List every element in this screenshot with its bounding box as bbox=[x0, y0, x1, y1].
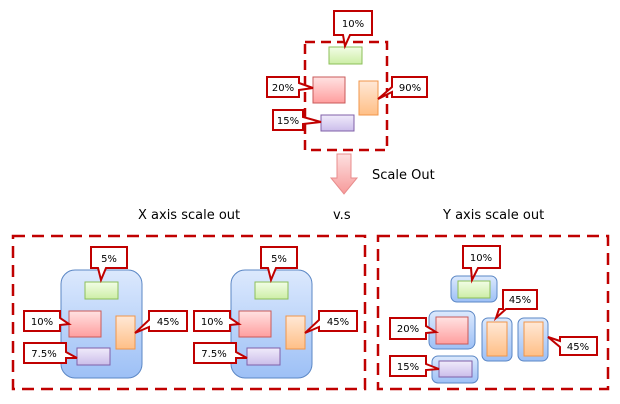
callout-original-purple: 15% bbox=[272, 109, 322, 131]
callout-text: 10% bbox=[470, 253, 492, 264]
original-green-block bbox=[328, 46, 363, 65]
callout-text: 7.5% bbox=[201, 349, 226, 360]
y-green-node bbox=[450, 275, 498, 303]
callout-text: 5% bbox=[271, 254, 287, 265]
red-block bbox=[435, 316, 469, 345]
callout-y-green: 10% bbox=[462, 245, 501, 284]
callout-purple: 7.5% bbox=[193, 342, 248, 364]
purple-block bbox=[76, 347, 111, 366]
callout-text: 45% bbox=[509, 295, 531, 306]
green-block bbox=[254, 281, 289, 300]
purple-block bbox=[246, 347, 281, 366]
callout-text: 20% bbox=[272, 83, 294, 94]
orange-block bbox=[486, 321, 508, 357]
callout-red: 10% bbox=[193, 310, 242, 332]
callout-text: 5% bbox=[101, 254, 117, 265]
down-arrow-icon bbox=[329, 153, 359, 195]
callout-text: 20% bbox=[397, 324, 419, 335]
x-axis-section-label: X axis scale out bbox=[138, 208, 240, 223]
callout-orange: 45% bbox=[134, 310, 188, 334]
callout-text: 10% bbox=[342, 19, 364, 30]
callout-text: 10% bbox=[31, 317, 53, 328]
callout-y-orange-1: 45% bbox=[493, 289, 538, 322]
callout-original-green: 10% bbox=[333, 10, 373, 50]
orange-block bbox=[285, 315, 306, 350]
callout-y-orange-2: 45% bbox=[547, 336, 598, 356]
scale-out-label: Scale Out bbox=[372, 168, 435, 183]
callout-orange: 45% bbox=[304, 310, 358, 334]
orange-block bbox=[523, 321, 544, 357]
callout-text: 15% bbox=[397, 362, 419, 373]
original-purple-block bbox=[320, 114, 355, 132]
callout-text: 10% bbox=[201, 317, 223, 328]
y-orange-node-1 bbox=[481, 317, 513, 362]
y-scale-dashed-frame bbox=[376, 234, 610, 391]
orange-block bbox=[115, 315, 136, 350]
callout-text: 90% bbox=[399, 83, 421, 94]
callout-y-red: 20% bbox=[389, 317, 440, 340]
y-red-node bbox=[428, 310, 476, 350]
purple-block bbox=[438, 360, 473, 378]
y-axis-section-label: Y axis scale out bbox=[442, 208, 544, 223]
green-block bbox=[457, 280, 491, 299]
original-orange-block bbox=[358, 80, 379, 116]
y-orange-node-2 bbox=[517, 317, 549, 362]
callout-text: 7.5% bbox=[31, 349, 56, 360]
callout-red: 10% bbox=[23, 310, 72, 332]
vs-label: v.s bbox=[333, 208, 351, 223]
red-block bbox=[68, 310, 102, 338]
callout-text: 45% bbox=[567, 342, 589, 353]
callout-purple: 7.5% bbox=[23, 342, 78, 364]
callout-original-red: 20% bbox=[266, 76, 314, 98]
callout-text: 45% bbox=[157, 317, 179, 328]
callout-text: 15% bbox=[277, 116, 299, 127]
callout-original-orange: 90% bbox=[377, 76, 428, 100]
callout-green: 5% bbox=[90, 246, 128, 284]
callout-green: 5% bbox=[260, 246, 298, 284]
original-system: 10% 20% 90% 15% bbox=[266, 10, 428, 152]
x-node-1: 5% 10% 45% 7.5% bbox=[23, 246, 188, 379]
red-block bbox=[238, 310, 272, 338]
green-block bbox=[84, 281, 119, 300]
original-red-block bbox=[312, 76, 346, 104]
x-node-2: 5% 10% 45% 7.5% bbox=[193, 246, 358, 379]
callout-y-purple: 15% bbox=[389, 355, 440, 377]
callout-text: 45% bbox=[327, 317, 349, 328]
x-scale-dashed-frame bbox=[11, 234, 367, 391]
